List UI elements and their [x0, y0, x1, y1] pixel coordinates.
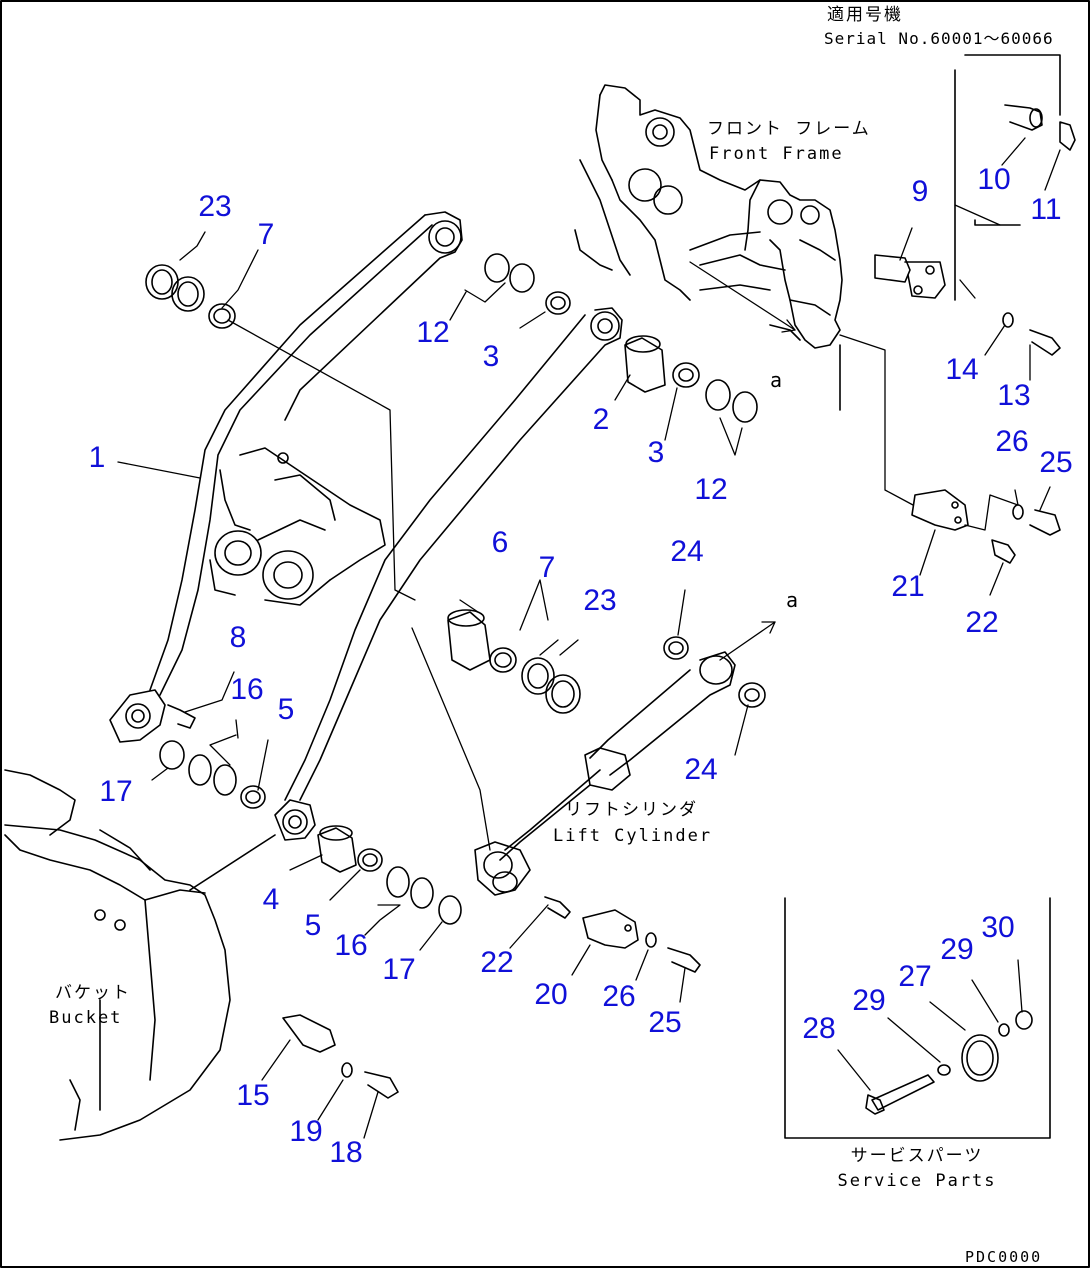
small-parts: [145, 104, 1076, 1115]
callout-29-right: 29: [940, 933, 974, 966]
callout-2: 2: [592, 403, 610, 436]
callout-23-top: 23: [198, 190, 232, 223]
callout-5-left: 5: [277, 693, 295, 726]
ref-a-upper: a: [770, 368, 785, 392]
callout-1: 1: [88, 441, 106, 474]
callout-22-upper: 22: [965, 606, 999, 639]
boom-arm: [109, 211, 623, 841]
callout-14: 14: [945, 353, 979, 386]
callout-4: 4: [262, 883, 280, 916]
callout-16-left: 16: [230, 673, 264, 706]
bucket-label-jp: バケット: [55, 983, 131, 1003]
callout-29-left: 29: [852, 984, 886, 1017]
bucket-outline: [4, 769, 276, 1141]
front-frame-label-jp: フロント フレーム: [707, 119, 871, 139]
callout-15: 15: [236, 1079, 270, 1112]
callout-21: 21: [891, 570, 925, 603]
callout-26-upper: 26: [995, 425, 1029, 458]
callout-25-upper: 25: [1039, 446, 1073, 479]
callout-13: 13: [997, 379, 1031, 412]
callout-17-left: 17: [99, 775, 133, 808]
front-frame-label-en: Front Frame: [709, 144, 844, 164]
drawing-code: PDC0000: [965, 1248, 1043, 1266]
callout-7-top: 7: [257, 218, 275, 251]
callout-30: 30: [981, 911, 1015, 944]
callout-9: 9: [911, 175, 929, 208]
front-frame-outline: [574, 84, 843, 411]
callout-10: 10: [977, 163, 1011, 196]
callout-6: 6: [491, 526, 509, 559]
leader-lines: [117, 137, 1061, 1139]
lift-cylinder-label-en: Lift Cylinder: [553, 826, 713, 846]
applicable-serial-jp: 適用号機: [827, 5, 903, 25]
callout-27: 27: [898, 960, 932, 993]
callout-3-upper: 3: [482, 340, 500, 373]
bucket-label-en: Bucket: [49, 1008, 123, 1028]
callout-8: 8: [229, 621, 247, 654]
callout-16-right: 16: [334, 929, 368, 962]
lift-cylinder-label-jp: リフトシリンダ: [565, 800, 698, 820]
service-parts-label-en: Service Parts: [837, 1171, 997, 1191]
callout-12-upper: 12: [416, 316, 450, 349]
callout-26-lower: 26: [602, 980, 636, 1013]
callout-5-right: 5: [304, 909, 322, 942]
callout-20: 20: [534, 978, 568, 1011]
callout-7-mid: 7: [538, 551, 556, 584]
callout-18: 18: [329, 1136, 363, 1169]
callout-24-upper: 24: [670, 535, 704, 568]
callout-25-lower: 25: [648, 1006, 682, 1039]
serial-bracket: [954, 54, 1061, 301]
callout-24-lower: 24: [684, 753, 718, 786]
service-parts-label-jp: サービスパーツ: [850, 1146, 984, 1166]
callout-3-lower: 3: [647, 436, 665, 469]
callout-12-lower: 12: [694, 473, 728, 506]
callout-19: 19: [289, 1115, 323, 1148]
service-box: [784, 897, 1051, 1139]
callout-28: 28: [802, 1012, 836, 1045]
callout-17-right: 17: [382, 953, 416, 986]
callout-23-mid: 23: [583, 584, 617, 617]
ref-a-lower: a: [786, 588, 801, 612]
callout-22-lower: 22: [480, 946, 514, 979]
serial-range: Serial No.60001～60066: [824, 29, 1054, 48]
callout-11: 11: [1030, 193, 1062, 226]
lift-cylinder-outline: [474, 651, 736, 896]
